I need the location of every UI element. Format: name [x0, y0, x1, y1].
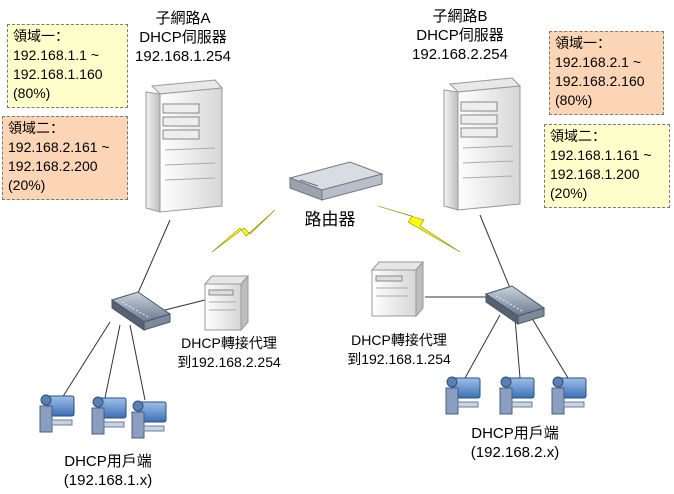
clients-a-line2: (192.168.1.x): [63, 472, 153, 489]
clients-a-line1: DHCP用戶端: [64, 453, 152, 470]
clients-b-line1: DHCP用戶端: [471, 425, 559, 442]
connection-lines: [61, 214, 569, 401]
relay-b-server-icon: [370, 260, 425, 318]
scope-ratio: (80%): [555, 92, 593, 108]
client-a3-icon: [131, 400, 167, 439]
server-b-ip: 192.168.2.254: [412, 46, 508, 63]
scope-title: 領域一：: [555, 35, 611, 51]
scope-end: 192.168.2.160: [555, 73, 645, 89]
scope-ratio: (80%): [13, 85, 51, 101]
hub-a-icon: [110, 291, 172, 331]
client-b2-icon: [499, 376, 535, 415]
scope-title: 領域一：: [13, 28, 69, 44]
server-b-scope2-box: 領域二： 192.168.1.161 ~ 192.168.1.200 (20%): [544, 124, 670, 208]
relay-a-line1: DHCP轉接代理: [181, 335, 277, 351]
scope-title: 領域二：: [8, 120, 64, 136]
scope-start: 192.168.1.1 ~: [13, 47, 100, 63]
client-b1-icon: [445, 376, 481, 415]
server-a-name: 子網路A: [155, 10, 211, 27]
server-b-tower-icon: [443, 77, 522, 211]
client-b3-icon: [551, 376, 587, 415]
scope-ratio: (20%): [8, 177, 46, 193]
relay-a-line2: 到192.168.2.254: [177, 354, 281, 370]
server-b-scope1-box: 領域一： 192.168.2.1 ~ 192.168.2.160 (80%): [549, 31, 664, 115]
client-a2-icon: [91, 396, 127, 435]
router-icon: [288, 161, 384, 201]
relay-b-label: DHCP轉接代理 到192.168.1.254: [334, 331, 464, 369]
server-b-name: 子網路B: [432, 8, 488, 25]
server-a-ip: 192.168.1.254: [135, 48, 231, 65]
server-a-role: DHCP伺服器: [139, 29, 227, 46]
clients-a-label: DHCP用戶端 (192.168.1.x): [48, 452, 168, 490]
server-a-label: 子網路A DHCP伺服器 192.168.1.254: [128, 9, 238, 66]
scope-end: 192.168.2.200: [8, 158, 98, 174]
relay-b-line1: DHCP轉接代理: [351, 332, 447, 348]
clients-b-line2: (192.168.2.x): [470, 444, 560, 461]
server-a-scope1-box: 領域一： 192.168.1.1 ~ 192.168.1.160 (80%): [7, 24, 128, 108]
server-b-label: 子網路B DHCP伺服器 192.168.2.254: [400, 7, 520, 64]
server-a-tower-icon: [145, 79, 224, 213]
hub-b-icon: [484, 285, 546, 325]
router-label: 路由器: [304, 210, 356, 229]
scope-end: 192.168.1.160: [13, 66, 103, 82]
lightning-right-icon: [377, 205, 461, 253]
relay-a-server-icon: [203, 274, 250, 332]
relay-b-line2: 到192.168.1.254: [347, 351, 451, 367]
clients-b-label: DHCP用戶端 (192.168.2.x): [455, 424, 575, 462]
scope-start: 192.168.2.161 ~: [8, 139, 110, 155]
scope-start: 192.168.2.1 ~: [555, 54, 642, 70]
server-a-scope2-box: 領域二： 192.168.2.161 ~ 192.168.2.200 (20%): [2, 116, 128, 200]
relay-a-label: DHCP轉接代理 到192.168.2.254: [164, 334, 294, 372]
scope-start: 192.168.1.161 ~: [550, 147, 652, 163]
server-b-role: DHCP伺服器: [416, 27, 504, 44]
scope-end: 192.168.1.200: [550, 166, 640, 182]
scope-ratio: (20%): [550, 185, 588, 201]
lightning-left-icon: [211, 209, 276, 253]
scope-title: 領域二：: [550, 128, 606, 144]
client-a1-icon: [39, 394, 75, 433]
